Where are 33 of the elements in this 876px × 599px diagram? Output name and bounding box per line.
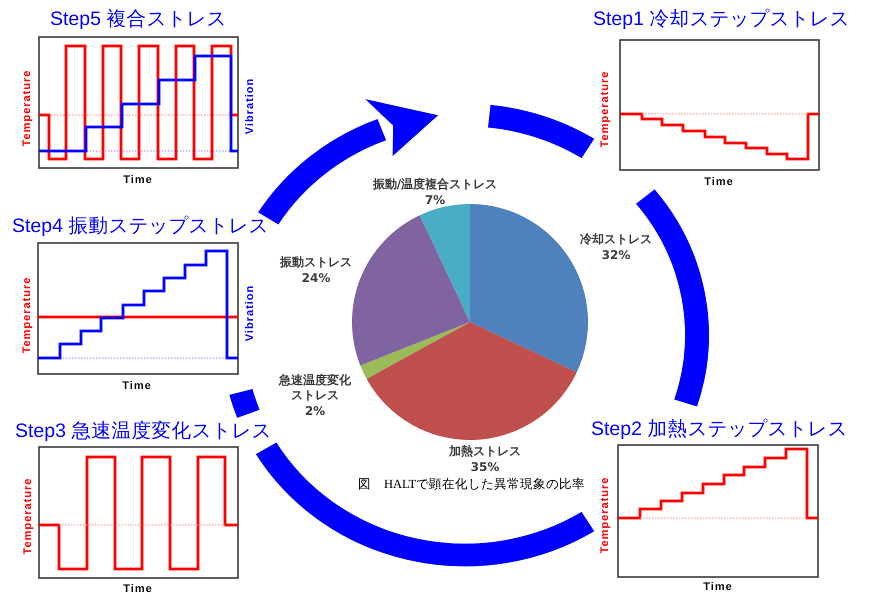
curved-connector — [256, 441, 594, 566]
figure-caption: 図 HALTで顕在化した異常現象の比率 — [358, 477, 586, 492]
axis-label: Temperature — [21, 70, 33, 146]
step-title: Step2 加熱ステップストレス — [591, 418, 848, 440]
step-title: Step4 振動ステップストレス — [12, 215, 268, 237]
value-label: 24% — [302, 271, 330, 286]
category-label: 加熱ストレス — [449, 444, 521, 459]
category-label: 振動ストレス — [280, 255, 352, 270]
axis-label: Temperature — [599, 70, 611, 148]
curved-connector — [636, 190, 708, 406]
axis-label: Temperature — [21, 276, 33, 354]
axis-label: Time — [703, 581, 733, 593]
curved-arrow — [258, 99, 436, 226]
axis-label: Time — [704, 176, 734, 188]
step-title: Step5 複合ストレス — [50, 8, 226, 30]
category-label: 冷却ストレス — [580, 232, 652, 247]
axis-label: Time — [123, 583, 153, 595]
value-label: 7% — [424, 193, 446, 208]
axis-label: Temperature — [599, 476, 611, 554]
step-title: Step3 急速温度変化ストレス — [15, 420, 272, 442]
axis-label: Time — [122, 380, 152, 392]
curved-connector — [487, 104, 594, 159]
value-label: 32% — [602, 248, 630, 263]
category-label: 振動/温度複合ストレス — [372, 177, 498, 192]
value-label: 2% — [304, 404, 326, 419]
axis-label: Temperature — [22, 478, 34, 554]
axis-label: Time — [123, 174, 153, 186]
value-label: 35% — [470, 460, 500, 475]
category-label: 急速温度変化ストレス — [278, 373, 352, 403]
curved-connector — [230, 388, 260, 418]
axis-label: Vibration — [244, 78, 256, 134]
step-title: Step1 冷却ステップストレス — [593, 8, 850, 30]
axis-label: Vibration — [244, 284, 256, 342]
